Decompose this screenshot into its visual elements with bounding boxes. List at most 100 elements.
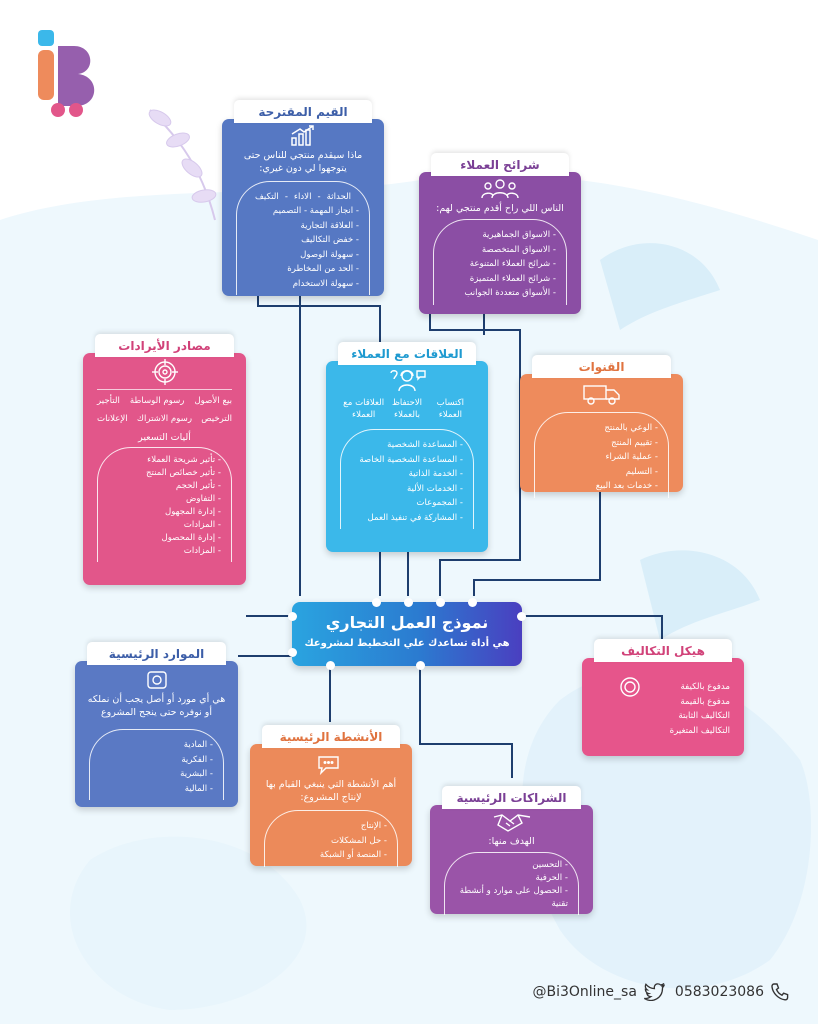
- list-item: الحصول على موارد و أنشطة تقنية: [455, 885, 568, 911]
- key-activities-question: أهم الأنشطة التي ينبغي القيام بها لإنتاج…: [265, 779, 397, 803]
- connector-dot: [468, 598, 477, 607]
- list-item: الخدمات الألية: [351, 482, 463, 497]
- contact-footer: @Bi3Online_sa 0583023086: [532, 982, 790, 1002]
- list-item: التكيف: [254, 192, 279, 202]
- brand-logo: [38, 30, 95, 117]
- list-item: المساعدة الشخصية: [351, 438, 463, 453]
- key-partners-question: الهدف منها:: [488, 836, 535, 847]
- list-item: الحداثة: [326, 192, 352, 202]
- list-item: انجاز المهمة - التصميم: [247, 204, 359, 219]
- list-item: الإنتاج: [275, 819, 387, 834]
- list-item: سهولة الوصول: [247, 248, 359, 263]
- list-item: الاسواق المتخصصة: [444, 243, 556, 258]
- list-item: خفض التكاليف: [247, 233, 359, 248]
- pricing-mechanisms-list: تأثير شريحة العملاء تأثير خصائص المنتج ت…: [97, 447, 232, 562]
- delivery-truck-icon: [582, 385, 620, 405]
- connector-dot: [288, 648, 297, 657]
- list-item: المجموعات: [351, 496, 463, 511]
- list-item: المشاركة في تنفيذ العمل: [351, 511, 463, 526]
- list-item: الفكرية: [100, 753, 213, 768]
- phone-contact[interactable]: 0583023086: [675, 982, 790, 1002]
- list-item: إدارة المجهول: [108, 506, 221, 519]
- phone-number: 0583023086: [674, 984, 764, 1000]
- list-item: خدمات بعد البيع: [545, 479, 658, 494]
- list-item: الاسواق الجماهيرية: [444, 228, 556, 243]
- list-item: الاداء: [293, 192, 312, 202]
- channels-list: الوعي بالمنتج تقييم المنتج عملية الشراء …: [534, 412, 669, 498]
- value-proposition-list: الحداثة- الاداء- التكيف انجاز المهمة - ا…: [236, 181, 370, 295]
- list-item: حل المشكلات: [275, 834, 387, 849]
- palm-leaf-decoration-icon: [600, 243, 760, 640]
- connector-dot: [326, 661, 335, 670]
- key-partners-list: التحسين الحرفية الحصول على موارد و أنشطة…: [444, 852, 579, 915]
- resource-box-icon: [146, 671, 167, 689]
- twitter-handle: @Bi3Online_sa: [532, 984, 637, 1000]
- growth-chart-icon: [291, 125, 314, 146]
- key-resources-card: الموارد الرئيسية هي أي مورد أو أصل يجب أ…: [75, 642, 238, 807]
- key-resources-list: المادية الفكرية البشرية المالية: [89, 729, 224, 800]
- list-item: اكتساب العملاء: [436, 398, 465, 420]
- value-proposition-question: ماذا سيقدم منتجي للناس حتى يتوجهوا لي دو…: [243, 150, 363, 174]
- key-resources-question: هي أي مورد أو أصل يجب أن نملكه أو نوفره …: [87, 694, 226, 718]
- key-activities-card: الأنشطة الرئيسية أهم الأنشطة التي ينبغي …: [250, 725, 412, 867]
- list-item: مدفوع بالكيفة: [680, 682, 730, 692]
- list-item: تأثير الحجم: [108, 480, 221, 493]
- value-proposition-title: القيم المقترحة: [234, 100, 372, 123]
- list-item: التحسين: [455, 859, 568, 872]
- list-item: التفاوض: [108, 493, 221, 506]
- list-item: العلاقة التجارية: [247, 219, 359, 234]
- list-item: التأجير: [97, 396, 120, 406]
- list-item: تأثير خصائص المنتج: [108, 467, 221, 480]
- connector-dot: [436, 598, 445, 607]
- handshake-icon: [493, 814, 530, 832]
- pricing-mechanisms-title: أليات التسعير: [138, 432, 191, 443]
- center-title: نموذج العمل التجاري: [325, 613, 489, 632]
- value-proposition-card: القيم المقترحة ماذا سيقدم منتجي للناس حت…: [222, 100, 384, 296]
- connector-dot: [416, 661, 425, 670]
- list-item: العلاقات مع العملاء: [343, 398, 385, 420]
- list-item: الاحتفاظ بالعملاء: [391, 398, 423, 420]
- people-group-icon: [481, 179, 519, 199]
- list-item: التكاليف الثابتة: [678, 711, 730, 721]
- key-partners-card: الشراكات الرئيسية الهدف منها: التحسين ال…: [430, 786, 593, 915]
- list-item: الحرفية: [455, 872, 568, 885]
- cost-structure-list: مدفوع بالكيفة مدفوع بالقيمة التكاليف الث…: [582, 658, 744, 738]
- list-item: البشرية: [100, 767, 213, 782]
- list-item: تقييم المنتج: [545, 436, 658, 451]
- connector-dot: [404, 598, 413, 607]
- list-item: المالية: [100, 782, 213, 797]
- twitter-icon: [643, 983, 665, 1001]
- connector-dot: [517, 612, 526, 621]
- twitter-contact[interactable]: @Bi3Online_sa: [532, 983, 665, 1001]
- list-item: الحد من المخاطرة: [247, 262, 359, 277]
- key-activities-title: الأنشطة الرئيسية: [262, 725, 400, 748]
- list-item: التكاليف المتغيرة: [669, 725, 730, 736]
- list-item: المزادات: [108, 545, 221, 558]
- list-item: شرائح العملاء المتميزة: [444, 272, 556, 287]
- list-item: إدارة المحصول: [108, 532, 221, 545]
- chat-bubble-icon: [318, 756, 339, 776]
- customer-segments-question: الناس اللي راح أقدم منتجي لهم:: [436, 203, 564, 214]
- center-subtitle: هي أداة تساعدك علي التخطيط لمشروعك: [304, 638, 510, 649]
- phone-icon: [771, 983, 789, 1001]
- channels-card: القنوات الوعي بالمنتج تقييم المنتج عملية…: [520, 355, 683, 498]
- list-item: رسوم الوساطة: [129, 396, 185, 406]
- list-item: المادية: [100, 738, 213, 753]
- cost-structure-title: هيكل التكاليف: [594, 639, 732, 662]
- customer-relationships-title: العلاقات مع العملاء: [338, 342, 476, 365]
- coins-icon: [620, 677, 640, 697]
- customer-support-icon: [390, 370, 426, 392]
- list-item: المزادات: [108, 519, 221, 532]
- list-item: المساعدة الشخصية الخاصة: [351, 453, 463, 468]
- list-item: سهولة الاستخدام: [247, 277, 359, 292]
- list-item: شرائح العملاء المتنوعة: [444, 257, 556, 272]
- relationship-types: اكتساب العملاء الاحتفاظ بالعملاء العلاقا…: [326, 397, 488, 421]
- target-icon: [151, 359, 178, 385]
- list-item: بيع الأصول: [194, 396, 232, 406]
- customer-relationships-list: المساعدة الشخصية المساعدة الشخصية الخاصة…: [340, 429, 474, 529]
- revenue-row-2: الترخيص رسوم الاشتراك الإعلانات: [83, 412, 246, 426]
- key-partners-title: الشراكات الرئيسية: [442, 786, 581, 809]
- connector-dot: [372, 598, 381, 607]
- customer-segments-card: شرائح العملاء الناس اللي راح أقدم منتجي …: [419, 153, 581, 314]
- revenue-streams-title: مصادر الأيرادات: [95, 334, 234, 357]
